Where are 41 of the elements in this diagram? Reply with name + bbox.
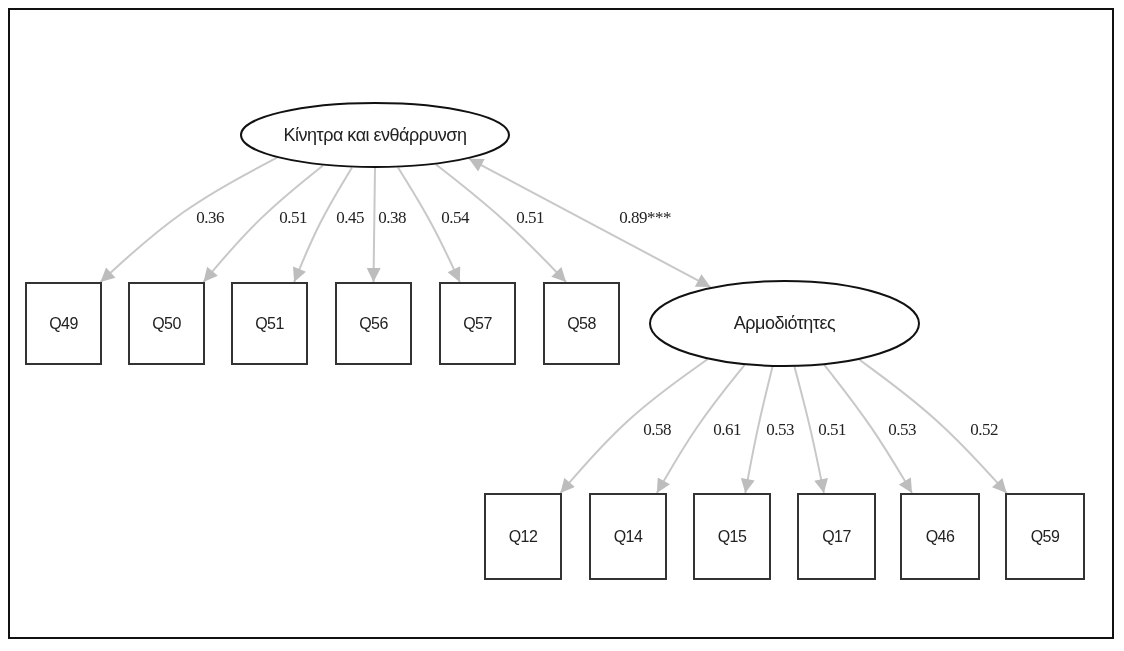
arrow	[468, 157, 712, 289]
arrow	[293, 166, 353, 283]
arrow	[435, 163, 568, 283]
indicator-box	[335, 282, 412, 365]
arrow	[202, 164, 324, 283]
indicator-label: Q50	[152, 314, 181, 333]
latent-variable-ellipse	[649, 280, 920, 367]
indicator-box	[900, 493, 980, 580]
indicator-label: Q12	[508, 527, 538, 546]
indicator-box	[128, 282, 205, 365]
indicator-box	[484, 493, 562, 580]
indicator-label: Q14	[613, 527, 643, 546]
arrow	[823, 364, 913, 494]
latent-variable-label: Κίνητρα και ενθάρρυνση	[283, 124, 467, 146]
indicator-box	[797, 493, 876, 580]
arrow	[740, 365, 774, 494]
indicator-label: Q59	[1030, 527, 1060, 546]
indicator-label: Q49	[49, 314, 78, 333]
indicator-label: Q58	[567, 314, 596, 333]
arrow	[559, 358, 709, 494]
indicator-box	[543, 282, 620, 365]
indicator-box	[25, 282, 102, 365]
indicator-box	[693, 493, 771, 580]
indicator-box	[1005, 493, 1085, 580]
arrow	[858, 358, 1008, 494]
arrow	[793, 365, 828, 494]
indicator-label: Q56	[359, 314, 388, 333]
arrow	[366, 167, 381, 283]
arrow	[655, 364, 746, 494]
indicator-box	[439, 282, 516, 365]
indicator-label: Q17	[822, 527, 851, 546]
indicator-box	[589, 493, 667, 580]
indicator-label: Q15	[717, 527, 747, 546]
latent-variable-label: Αρμοδιότητες	[733, 313, 836, 334]
indicator-label: Q57	[463, 314, 492, 333]
arrow	[99, 156, 278, 283]
arrow	[397, 166, 461, 283]
latent-variable-ellipse	[240, 102, 510, 168]
indicator-label: Q46	[925, 527, 955, 546]
indicator-label: Q51	[255, 314, 284, 333]
indicator-box	[231, 282, 308, 365]
